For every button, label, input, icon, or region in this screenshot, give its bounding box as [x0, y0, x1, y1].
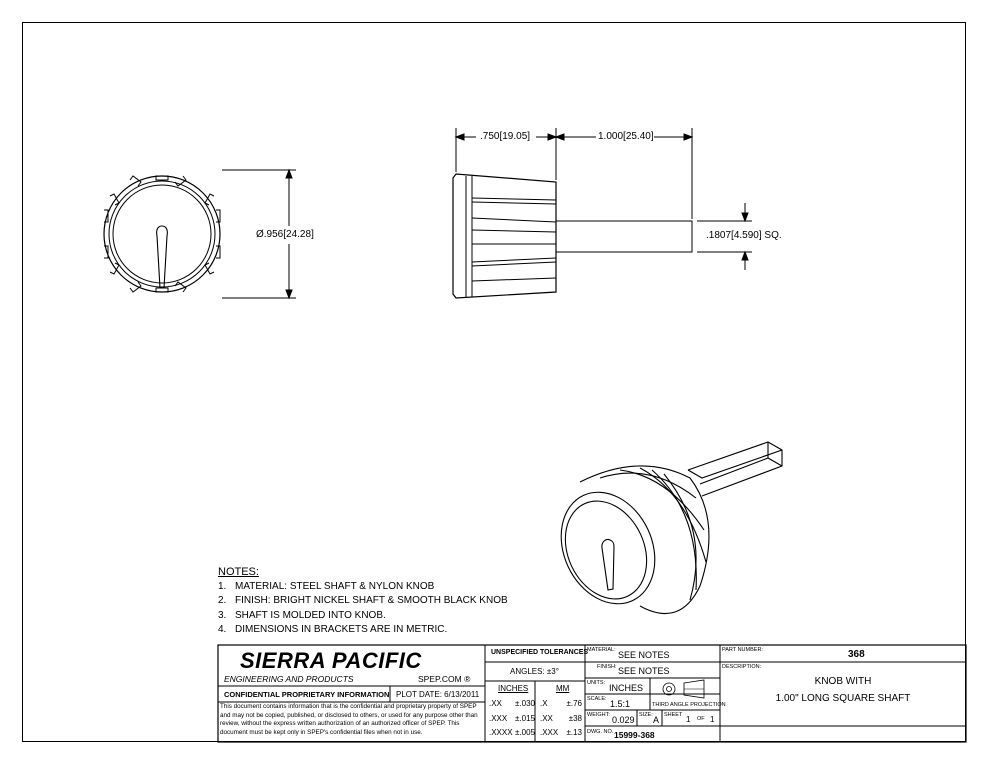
dim-shaft-length: 1.000[25.40]: [598, 131, 654, 142]
material-value: SEE NOTES: [618, 650, 670, 660]
projection-label: THIRD ANGLE PROJECTION: [652, 702, 726, 708]
disclaimer-text: This document contains information that …: [220, 703, 478, 736]
material-label: MATERIAL:: [587, 647, 616, 653]
tolerance-title: UNSPECIFIED TOLERANCES: [491, 649, 589, 656]
confidential-label: CONFIDENTIAL PROPRIETARY INFORMATION: [224, 690, 390, 699]
isometric-view: [560, 441, 783, 614]
iso-pointer-mark: [601, 538, 615, 591]
pointer-mark: [156, 225, 168, 289]
dwg-number: 15999-368: [614, 730, 655, 740]
note-item: 1.MATERIAL: STEEL SHAFT & NYLON KNOB: [218, 580, 435, 592]
front-view: [103, 168, 296, 300]
grip-notches: [104, 175, 221, 293]
units-value: INCHES: [609, 683, 644, 693]
company-name: SIERRA PACIFIC: [240, 648, 422, 673]
note-item: 2.FINISH: BRIGHT NICKEL SHAFT & SMOOTH B…: [218, 595, 508, 606]
weight-label: WEIGHT:: [587, 712, 610, 718]
side-view: [452, 128, 752, 299]
part-number-label: PART NUMBER:: [722, 647, 763, 653]
sheet-label: SHEET: [664, 712, 683, 718]
note-item: 3.SHAFT IS MOLDED INTO KNOB.: [218, 609, 386, 621]
dwg-label: DWG. NO.: [587, 729, 614, 735]
tolerance-mm: .X ±.76 .XX ±38 .XXX ±.13: [540, 699, 582, 737]
notes-block: NOTES: 1.MATERIAL: STEEL SHAFT & NYLON K…: [218, 565, 508, 638]
inches-header: INCHES: [498, 684, 529, 693]
finish-value: SEE NOTES: [618, 666, 670, 676]
size-label: SIZE:: [639, 712, 653, 718]
scale-label: SCALE:: [587, 696, 607, 702]
notes-title: NOTES:: [218, 566, 259, 578]
description: KNOB WITH 1.00" LONG SQUARE SHAFT: [775, 676, 911, 704]
tolerance-inches: .XX ±.030 .XXX ±.015 .XXXX ±.005: [489, 699, 535, 737]
mm-header: MM: [556, 684, 570, 693]
dim-shaft-size: .1807[4.590] SQ.: [706, 230, 782, 241]
description-label: DESCRIPTION:: [722, 664, 762, 670]
dim-knob-width: .750[19.05]: [480, 131, 531, 142]
dim-diameter: Ø.956[24.28]: [256, 229, 314, 240]
tolerance-angles: ANGLES: ±3°: [510, 667, 559, 676]
company-website: SPEP.COM: [417, 674, 462, 684]
units-label: UNITS:: [587, 680, 606, 686]
of-label: OF: [697, 716, 705, 722]
size-value: A: [653, 715, 660, 725]
sheet-total: 1: [710, 715, 715, 724]
scale-value: 1.5:1: [610, 699, 631, 709]
title-block-grid: [217, 644, 967, 743]
note-item: 4.DIMENSIONS IN BRACKETS ARE IN METRIC.: [218, 624, 448, 635]
part-number: 368: [848, 649, 865, 660]
weight-value: 0.029: [612, 715, 635, 725]
plot-date: PLOT DATE: 6/13/2011: [396, 690, 480, 699]
registered-mark: ®: [464, 674, 471, 684]
company-subtitle: ENGINEERING AND PRODUCTS SPEP.COM ®: [224, 674, 471, 684]
finish-label: FINISH:: [597, 664, 617, 670]
sheet-value: 1: [686, 715, 691, 724]
